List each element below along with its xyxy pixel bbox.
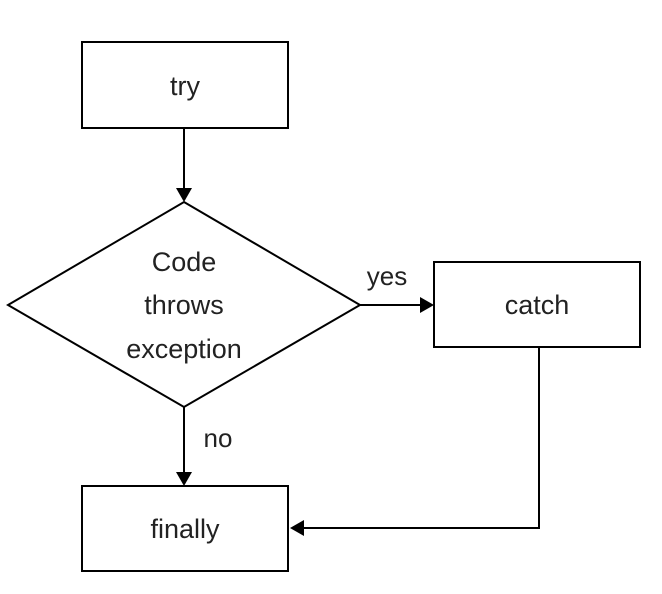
- node-try: try: [81, 41, 289, 129]
- node-catch-label: catch: [505, 290, 570, 320]
- node-try-label: try: [170, 71, 200, 101]
- edge-decision-to-finally: [176, 407, 192, 486]
- edge-catch-to-finally: [290, 347, 540, 536]
- node-decision-line-2: throws: [144, 290, 224, 320]
- edge-label-yes: yes: [367, 261, 407, 291]
- node-decision-line-1: Code: [152, 247, 217, 277]
- node-finally-label: finally: [150, 514, 220, 544]
- edge-try-to-decision: [176, 128, 192, 202]
- node-finally: finally: [81, 485, 289, 572]
- node-catch: catch: [433, 261, 641, 348]
- node-decision-line-3: exception: [126, 334, 242, 364]
- edge-label-no: no: [204, 423, 233, 453]
- node-decision: Code throws exception: [6, 200, 362, 409]
- edge-decision-to-catch: [360, 297, 434, 313]
